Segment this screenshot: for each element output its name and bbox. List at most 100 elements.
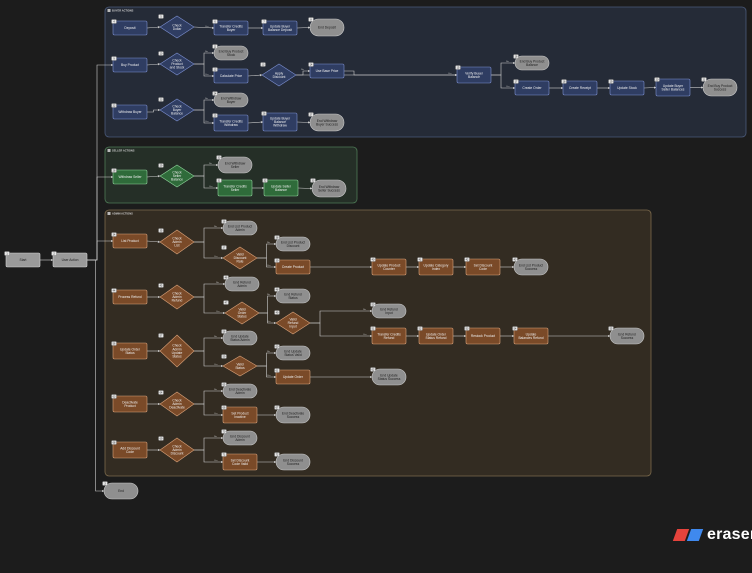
terminal-shape — [222, 383, 258, 399]
node-index-badge — [262, 178, 268, 183]
node-index-badge — [654, 77, 660, 82]
process-shape — [112, 169, 148, 185]
node-label: End Refund — [233, 280, 251, 284]
edge-withdraw_buyer-to-check_buyer_balance — [147, 108, 161, 113]
decision-shape — [159, 284, 195, 310]
node-label: Admin — [235, 228, 245, 232]
node-label: Check — [172, 59, 182, 63]
node-index: 28 — [113, 170, 116, 173]
node-index-badge — [158, 436, 164, 441]
node-label: Status — [237, 315, 247, 319]
process-shape — [371, 327, 407, 345]
terminal-shape — [213, 45, 249, 61]
node-label: Balance — [171, 112, 183, 116]
terminal-shape — [609, 327, 645, 345]
node-index: 5 — [160, 16, 162, 19]
node-index: 17 — [515, 81, 518, 84]
node-label: End Deactivate — [282, 411, 305, 415]
edge-check_seller_balance-to-transfer_credits_seller — [194, 175, 219, 190]
decision-shape — [222, 355, 258, 377]
node-index: 58 — [223, 331, 226, 334]
node-index-badge — [260, 62, 266, 67]
edge-check_admin_list-to-valid_discount_rate — [194, 241, 224, 260]
node-index-badge — [111, 168, 117, 173]
node-label: Update Stock — [617, 86, 637, 90]
node-label: End Deactivate — [229, 387, 252, 391]
node-label: Seller — [231, 188, 240, 192]
